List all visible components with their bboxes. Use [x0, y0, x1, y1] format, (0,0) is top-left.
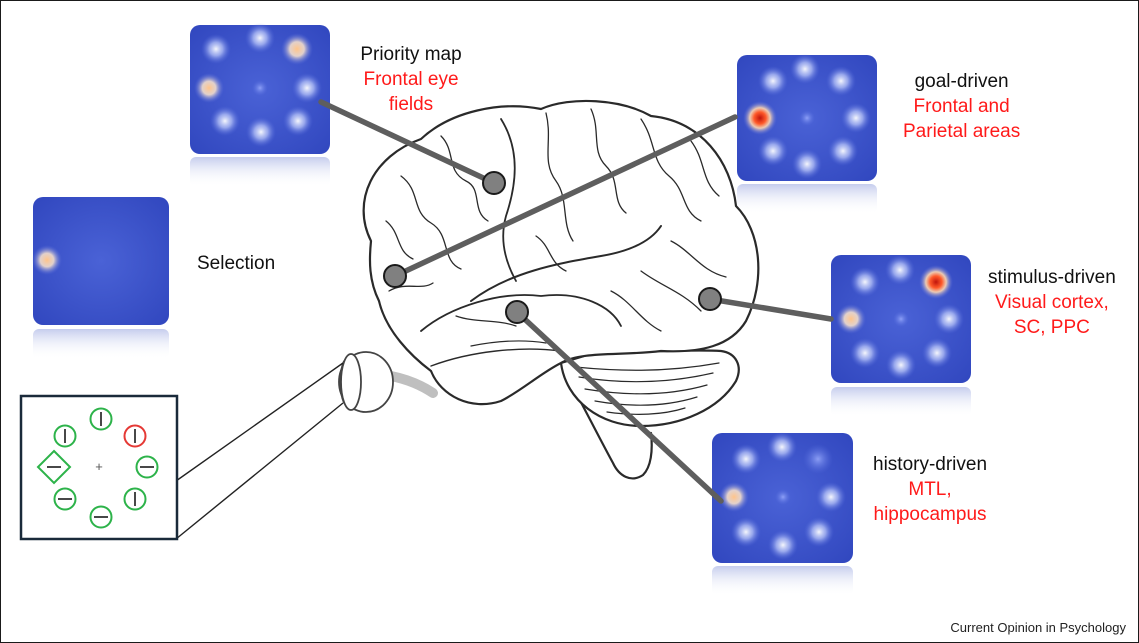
history-driven-title: history-driven: [873, 454, 988, 475]
eye-illustration: [338, 351, 438, 413]
stimulus-driven-region-line2: SC, PPC: [1013, 317, 1090, 338]
goal-driven-label: goal-driven Frontal and Parietal areas: [903, 69, 1020, 144]
priority-map-title: Priority map: [360, 44, 462, 65]
goal-driven-region-line2: Parietal areas: [903, 121, 1021, 142]
search-display-panel: +: [19, 394, 179, 541]
goal-driven-map-panel: [737, 54, 877, 214]
search-item-diamond-horizontal: [36, 449, 72, 485]
stimulus-driven-map-panel: [831, 255, 971, 417]
node-frontal: [383, 264, 407, 288]
priority-map-label: Priority map Frontal eye fields: [353, 42, 469, 117]
search-item-circle-vertical: [123, 424, 147, 448]
brain-nodes: [383, 171, 722, 324]
fixation-cross: +: [95, 459, 103, 474]
selection-label: Selection: [197, 253, 276, 274]
search-item-circle-vertical: [53, 424, 77, 448]
frontal-eye-fields-label: Frontal eye fields: [363, 69, 459, 115]
history-driven-region-line1: MTL,: [908, 479, 952, 500]
search-item-circle-vertical: [89, 407, 113, 431]
goal-driven-title: goal-driven: [914, 71, 1009, 92]
stimulus-driven-label: stimulus-driven Visual cortex, SC, PPC: [988, 265, 1116, 340]
projection-line-top: [175, 362, 344, 482]
stimulus-driven-region-line1: Visual cortex,: [995, 292, 1109, 313]
search-item-circle-horizontal: [89, 505, 113, 529]
stimulus-driven-title: stimulus-driven: [988, 267, 1116, 288]
brain-illustration: [362, 99, 760, 480]
connector-lines: [318, 99, 834, 504]
history-driven-map-panel: [712, 432, 853, 596]
search-item-circle-vertical: [123, 487, 147, 511]
journal-credit: Current Opinion in Psychology: [950, 620, 1126, 635]
selection-map-panel: [32, 197, 169, 359]
search-item-circle-horizontal: [135, 455, 159, 479]
history-driven-label: history-driven MTL, hippocampus: [873, 452, 987, 527]
search-items-group: [36, 407, 159, 529]
projection-line-bottom: [175, 402, 344, 540]
node-mtl: [505, 300, 529, 324]
search-item-circle-horizontal: [53, 487, 77, 511]
priority-map-panel: [190, 23, 330, 187]
node-frontal-eye-fields: [482, 171, 506, 195]
node-visual-cortex: [698, 287, 722, 311]
goal-driven-region-line1: Frontal and: [913, 96, 1010, 117]
history-driven-region-line2: hippocampus: [873, 504, 987, 525]
